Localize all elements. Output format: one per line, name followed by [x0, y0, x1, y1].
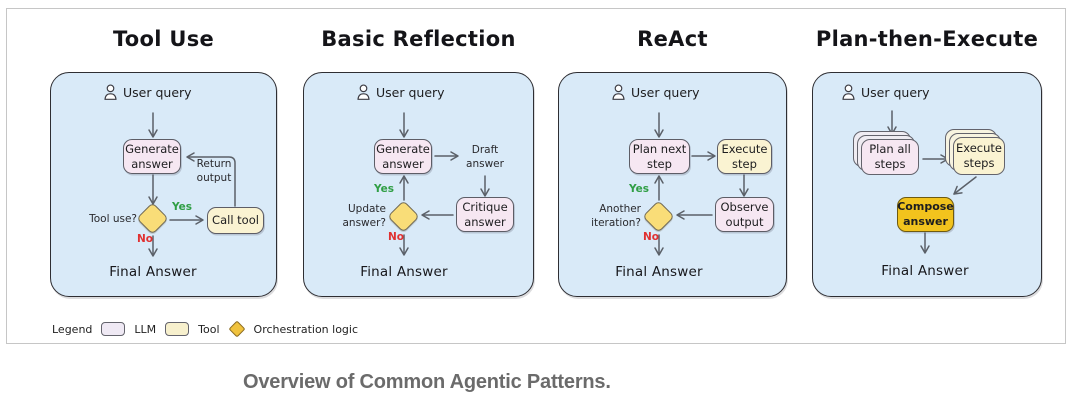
yes-label: Yes: [629, 183, 650, 195]
final-answer-label: Final Answer: [109, 264, 197, 280]
user-query-label: User query: [123, 84, 192, 100]
legend-llm-swatch: [101, 322, 126, 336]
user-query-label: User query: [861, 84, 930, 100]
legend-tool-label: Tool: [198, 322, 220, 336]
flow-arrows: [399, 112, 490, 256]
final-answer-label: Final Answer: [360, 264, 448, 280]
node-generate-answer: Generate answer: [374, 139, 432, 174]
yes-label: Yes: [172, 201, 193, 213]
user-icon: [612, 84, 625, 100]
user-query: User query: [103, 84, 192, 100]
legend-orchestration-label: Orchestration logic: [253, 322, 359, 336]
title-plan-then-execute: Plan-then-Execute: [815, 27, 1039, 51]
node-critique-answer: Critique answer: [456, 197, 514, 232]
user-query: User query: [611, 84, 700, 100]
user-query-label: User query: [631, 84, 700, 100]
node-plan-all-steps-stack: Plan all steps: [853, 131, 919, 175]
node-plan-next-step: Plan next step: [629, 139, 690, 174]
node-call-tool: Call tool: [207, 207, 264, 234]
user-icon: [842, 84, 855, 100]
final-answer-label: Final Answer: [881, 263, 969, 279]
node-compose-answer: Compose answer: [897, 197, 954, 232]
figure-frame: Tool Use Basic Reflection ReAct Plan-the…: [6, 8, 1066, 344]
node-execute-steps: Execute steps: [953, 137, 1005, 175]
flow-arrows: [654, 112, 749, 256]
user-icon: [104, 84, 117, 100]
panel-plan-then-execute: User query Plan all steps Execute steps …: [812, 72, 1042, 297]
yes-label: Yes: [374, 183, 395, 195]
edge-label-return-output: Return output: [196, 158, 232, 184]
node-execute-step: Execute step: [717, 139, 772, 174]
node-execute-steps-stack: Execute steps: [945, 129, 1005, 175]
panel-tool-use: User query Generate answer Return output…: [50, 72, 277, 297]
legend: Legend LLM Tool Orchestration logic: [52, 320, 359, 338]
title-tool-use: Tool Use: [112, 27, 215, 51]
user-query-label: User query: [376, 84, 445, 100]
edge-label-draft-answer: Draft answer: [466, 144, 504, 170]
legend-title: Legend: [52, 322, 93, 336]
legend-orchestration-diamond-icon: [228, 320, 246, 338]
panel-react: User query Plan next step Execute step O…: [558, 72, 787, 297]
user-icon: [357, 84, 370, 100]
no-label: No: [388, 231, 405, 243]
user-query: User query: [356, 84, 445, 100]
decision-label: Another iteration?: [591, 203, 641, 229]
panel-basic-reflection: User query Generate answer Draft answer …: [303, 72, 534, 297]
legend-tool-swatch: [165, 322, 190, 336]
user-query: User query: [841, 84, 930, 100]
decision-label: Update answer?: [342, 203, 387, 229]
final-answer-label: Final Answer: [615, 264, 703, 280]
no-label: No: [643, 231, 660, 243]
decision-label: Tool use?: [89, 213, 137, 225]
title-react: ReAct: [637, 27, 708, 51]
no-label: No: [137, 233, 154, 245]
flow-arrows: [148, 112, 236, 257]
flow-arrows: [887, 110, 977, 254]
node-observe-output: Observe output: [715, 197, 774, 232]
node-plan-all-steps: Plan all steps: [861, 139, 919, 175]
figure-caption: Overview of Common Agentic Patterns.: [243, 371, 611, 393]
node-generate-answer: Generate answer: [123, 139, 181, 174]
legend-llm-label: LLM: [134, 322, 157, 336]
title-basic-reflection: Basic Reflection: [321, 27, 516, 51]
